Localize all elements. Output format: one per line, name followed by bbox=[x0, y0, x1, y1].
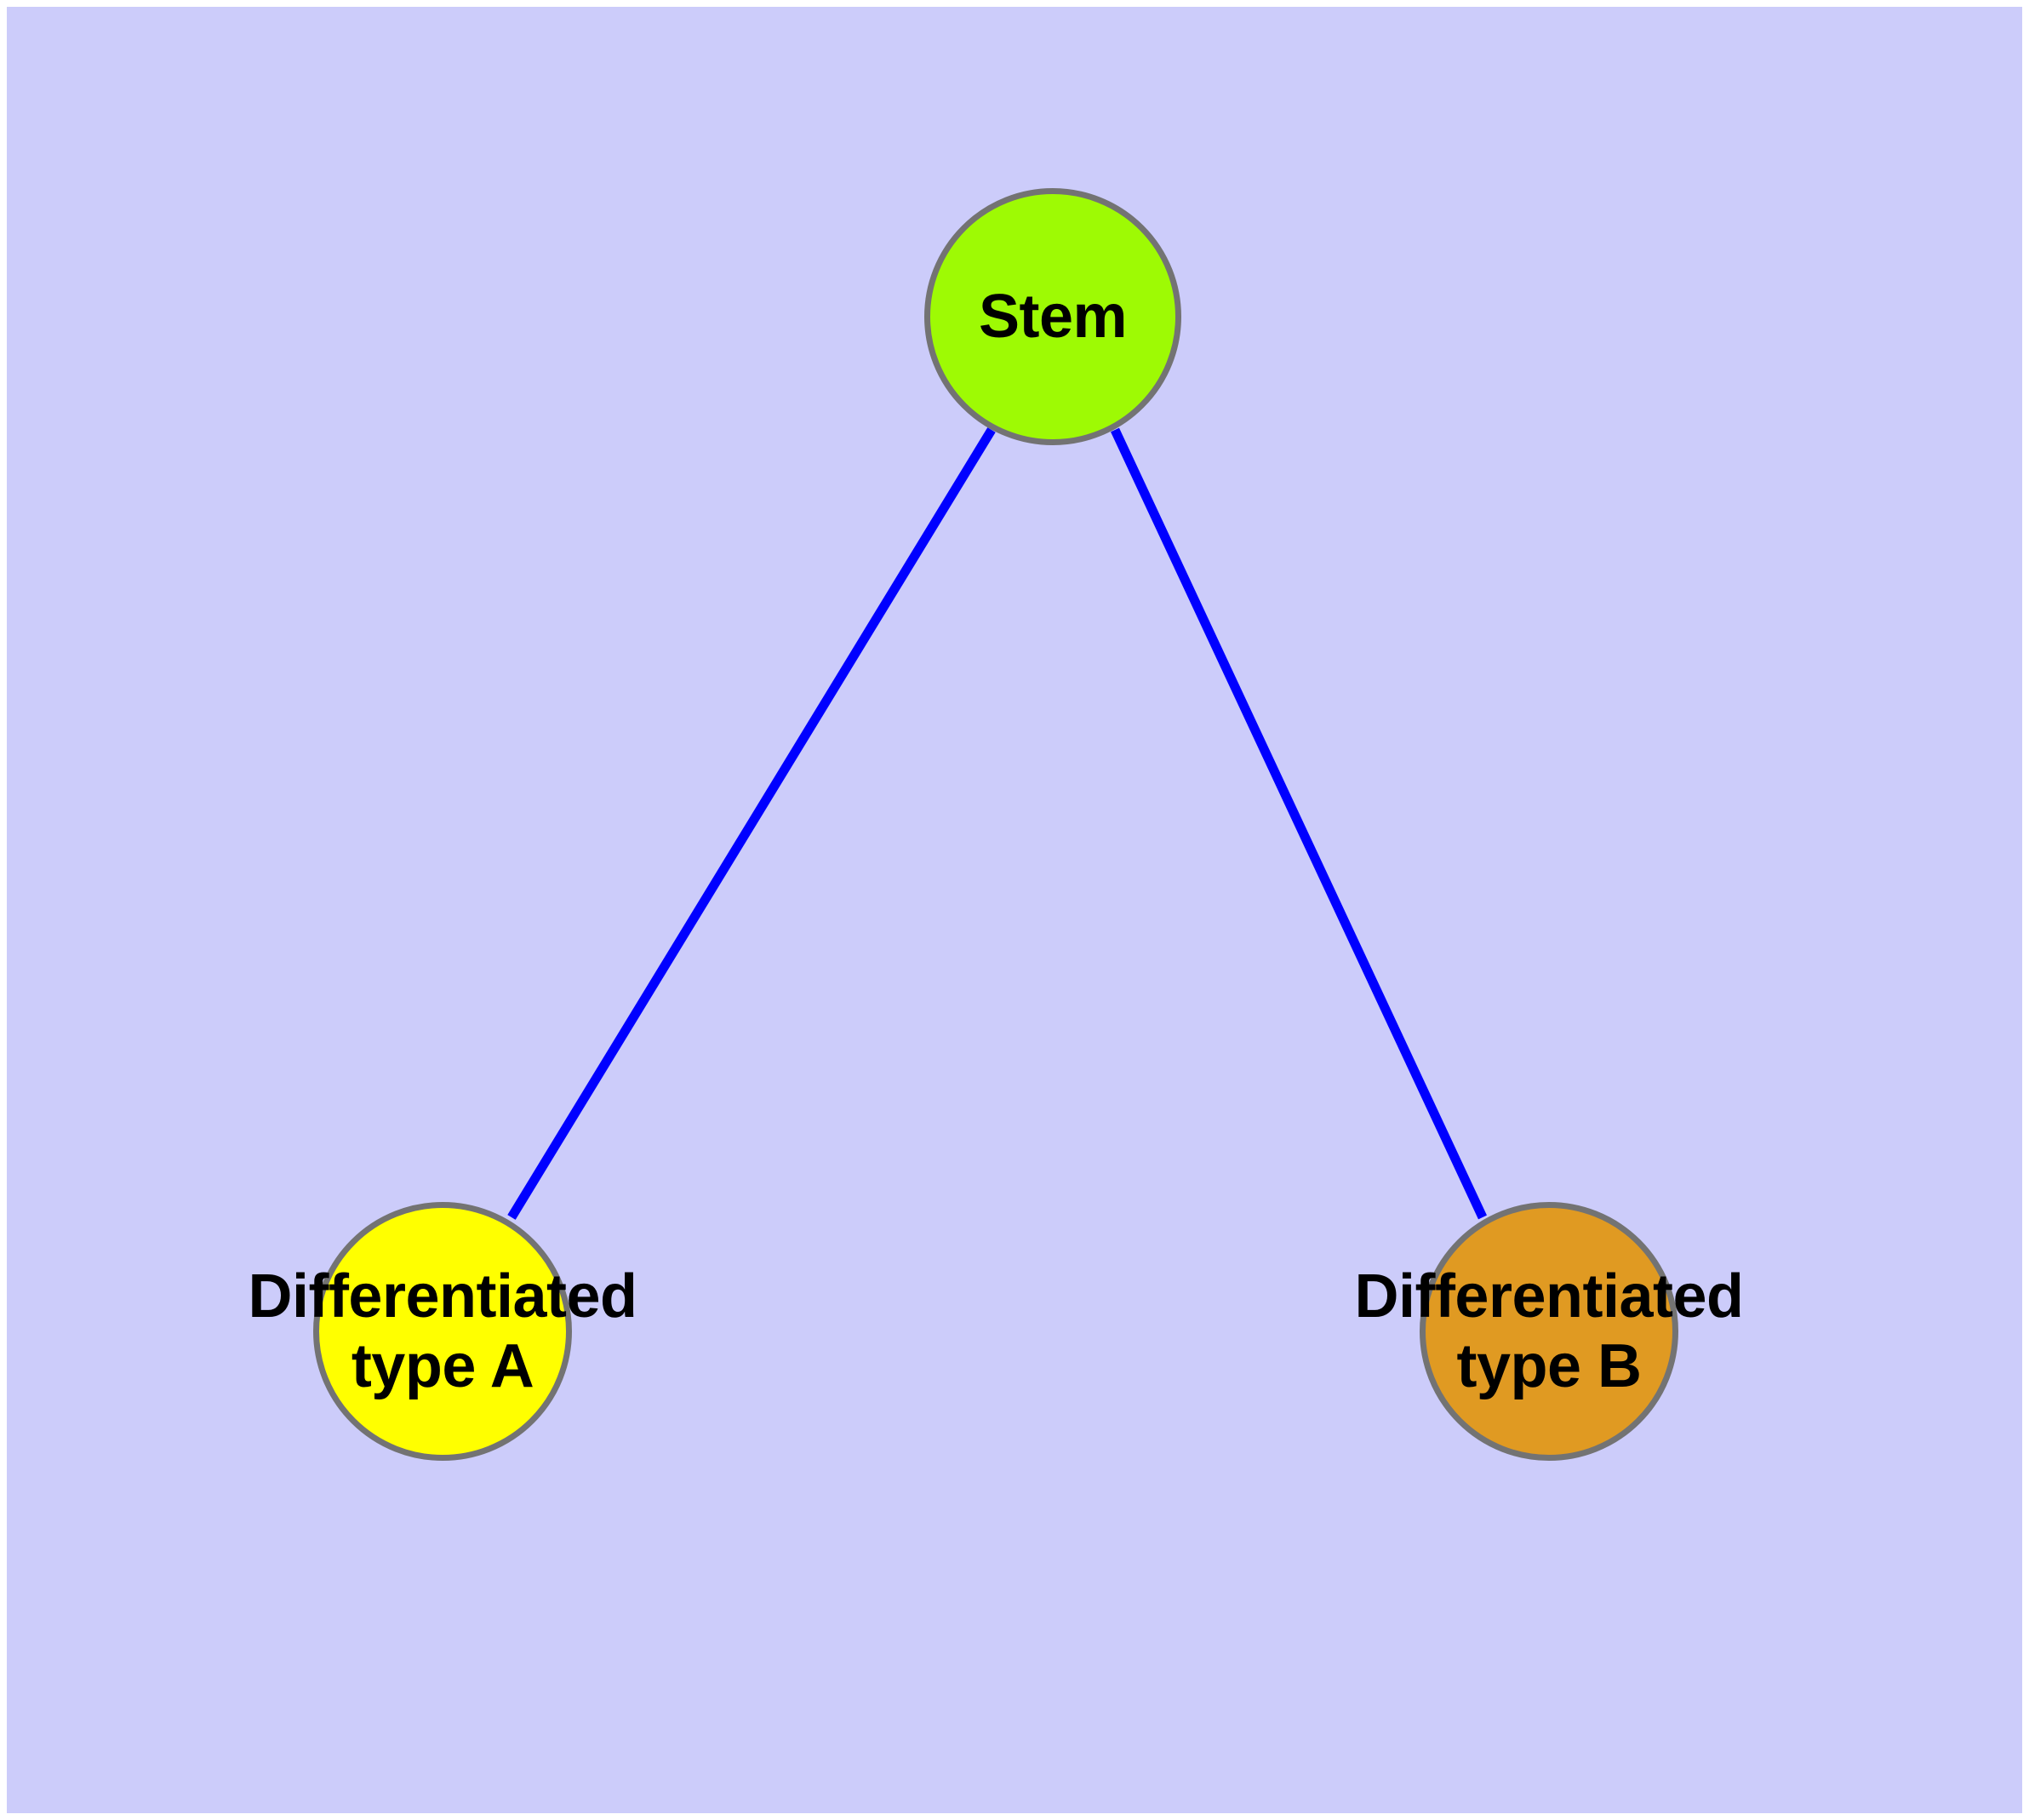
node-stem-label: Stem bbox=[978, 282, 1128, 351]
node-stem-circle bbox=[924, 188, 1181, 445]
node-differentiated-type-b-label: Differentiated type B bbox=[1354, 1262, 1744, 1400]
edge-stem-to-differentiated-type-b bbox=[1111, 427, 1487, 1220]
node-differentiated-type-b[interactable]: Differentiated type B bbox=[1354, 1202, 1744, 1461]
node-differentiated-type-a-label: Differentiated type A bbox=[248, 1262, 637, 1400]
node-differentiated-type-a[interactable]: Differentiated type A bbox=[248, 1202, 637, 1461]
edge-stem-to-differentiated-type-a bbox=[507, 427, 996, 1220]
node-differentiated-type-b-circle bbox=[1420, 1202, 1678, 1461]
node-stem[interactable]: Stem bbox=[924, 188, 1181, 445]
node-differentiated-type-a-circle bbox=[313, 1202, 572, 1461]
